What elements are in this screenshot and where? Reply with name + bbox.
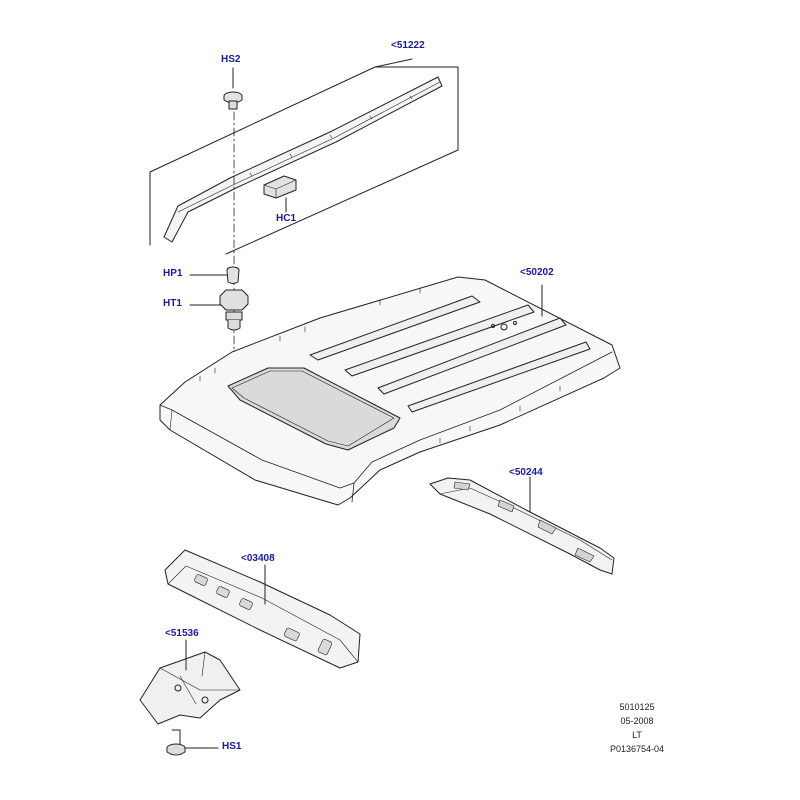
bracket [139,639,241,725]
callout-51536[interactable]: <51536 [165,628,199,639]
callout-hs2[interactable]: HS2 [221,54,241,65]
callout-50202[interactable]: <50202 [520,267,554,278]
reference-code-2: LT [632,730,642,740]
callout-hc1[interactable]: HC1 [276,213,297,224]
callout-03408[interactable]: <03408 [241,553,275,564]
reference-code-1: 5010125 [619,702,655,712]
rear-roof-bow [429,476,615,575]
nut-ht1 [189,289,249,331]
clip-hp1 [189,266,240,284]
callout-hp1[interactable]: HP1 [163,268,183,279]
roof-panel [159,276,621,506]
reference-illustration-id: P0136754-04 [609,744,665,754]
roof-rail-group-frame [149,58,459,255]
roof-moulding [163,76,443,243]
callout-hs1[interactable]: HS1 [222,741,242,752]
reference-date: 05-2008 [620,716,654,726]
stud-hs2 [223,67,243,110]
screw-hs1 [166,729,219,756]
front-header-panel [164,549,361,669]
callout-ht1[interactable]: HT1 [163,298,182,309]
callout-50244[interactable]: <50244 [509,467,543,478]
callout-51222[interactable]: <51222 [391,40,425,51]
clip-hc1 [263,175,297,213]
